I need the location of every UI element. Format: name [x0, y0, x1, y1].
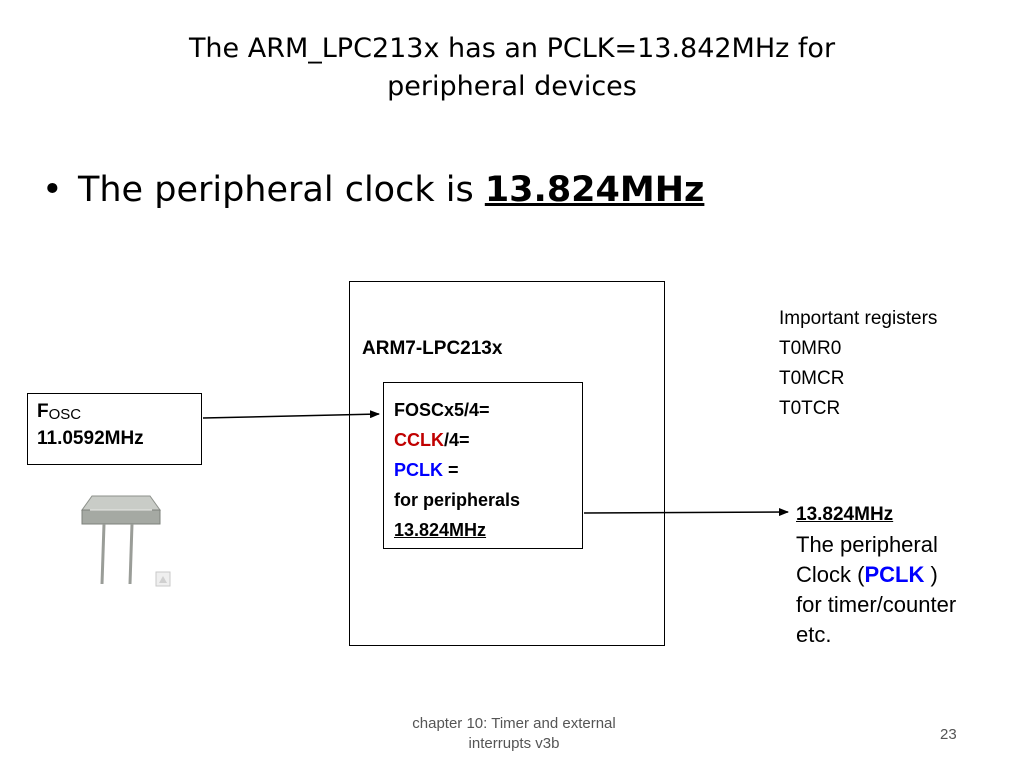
- inner-line-2: CCLK/4=: [394, 430, 470, 450]
- register-item: T0MCR: [779, 368, 845, 389]
- chip-box: [349, 281, 665, 646]
- bullet-text: The peripheral clock is: [78, 170, 485, 210]
- crystal-oscillator-icon: [68, 488, 178, 588]
- bullet-marker: •: [42, 170, 63, 210]
- output-line-1: The peripheral: [796, 532, 938, 557]
- output-frequency: 13.824MHz: [796, 504, 894, 525]
- inner-line-1: FOSCx5/4=: [394, 400, 490, 420]
- output-line-2: Clock (PCLK ): [796, 562, 938, 587]
- output-line-3: for timer/counter: [796, 592, 957, 617]
- output-description: 13.824MHz The peripheral Clock (PCLK ) f…: [796, 500, 956, 650]
- cclk-label: CCLK: [394, 430, 444, 450]
- fosc-label: FOSC: [37, 401, 82, 423]
- fosc-to-chip-arrow: [202, 410, 380, 419]
- slide-title: The ARM_LPC213x has an PCLK=13.842MHz fo…: [100, 30, 924, 106]
- register-item: T0TCR: [779, 398, 841, 419]
- inner-line-5: 13.824MHz: [394, 520, 487, 540]
- fosc-subscript: OSC: [48, 406, 82, 423]
- footer-line-1: chapter 10: Timer and external: [412, 715, 616, 732]
- fosc-box: FOSC 11.0592MHz: [27, 393, 202, 465]
- registers-list: Important registers T0MR0 T0MCR T0TCR: [779, 304, 937, 424]
- pclk-output-arrow: [583, 508, 789, 517]
- page-number: 23: [940, 726, 957, 743]
- fosc-value: 11.0592MHz: [37, 428, 144, 449]
- output-line-4: etc.: [796, 622, 832, 647]
- chip-label: ARM7-LPC213x: [362, 338, 503, 359]
- registers-heading: Important registers: [779, 308, 938, 329]
- footer-chapter: chapter 10: Timer and external interrupt…: [390, 714, 638, 754]
- register-item: T0MR0: [779, 338, 842, 359]
- clock-divider-box: FOSCx5/4= CCLK/4= PCLK = for peripherals…: [383, 382, 583, 549]
- bullet-emphasis: 13.824MHz: [484, 170, 705, 210]
- title-line-1: The ARM_LPC213x has an PCLK=13.842MHz fo…: [188, 33, 836, 64]
- title-line-2: peripheral devices: [387, 71, 637, 102]
- inner-line-4: for peripherals: [394, 490, 521, 510]
- pclk-label: PCLK: [394, 460, 443, 480]
- inner-line-3: PCLK =: [394, 460, 459, 480]
- bullet-item: • The peripheral clock is 13.824MHz: [42, 170, 704, 210]
- output-pclk: PCLK: [864, 562, 925, 587]
- footer-line-2: interrupts v3b: [468, 735, 560, 752]
